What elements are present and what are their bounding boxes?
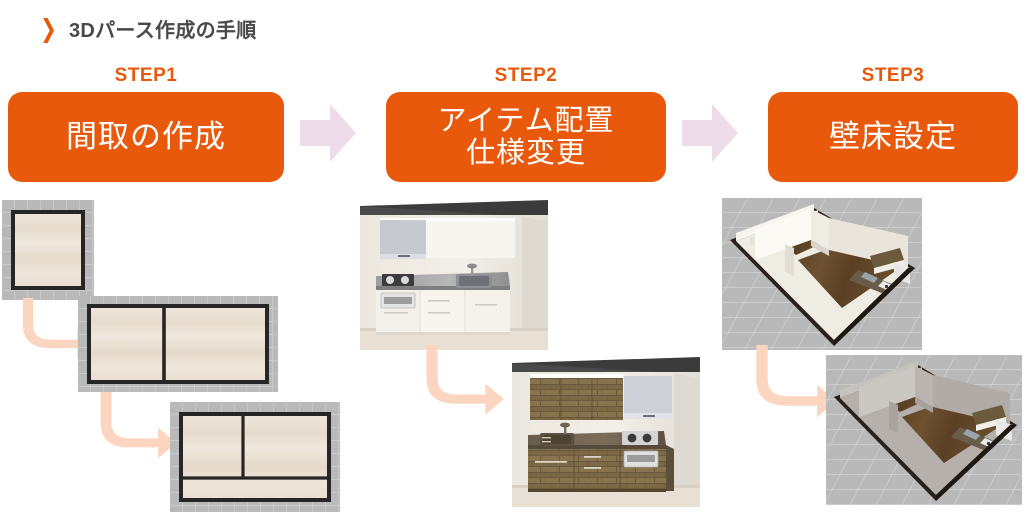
step-box-1-line-1: 間取の作成: [66, 119, 226, 155]
step-box-2-line-2: 仕様変更: [465, 137, 586, 169]
step-label-1: STEP1: [114, 65, 178, 86]
step-label-2: STEP2: [494, 65, 558, 86]
curved-arrow-2a: [418, 345, 513, 423]
kitchen-render-white[interactable]: [360, 200, 548, 350]
floorplan-three-rooms[interactable]: [170, 402, 340, 512]
curved-arrow-1a: [16, 298, 94, 370]
curved-arrow-1b: [94, 392, 186, 468]
connector-arrow-step1-step2: [300, 104, 356, 162]
kitchen-render-wood[interactable]: [512, 357, 700, 507]
chevron-right-icon: ❯: [40, 14, 57, 43]
step-column-3: STEP3 壁床設定: [768, 66, 1018, 182]
connector-arrow-step2-step3: [682, 104, 738, 162]
step-box-3[interactable]: 壁床設定: [768, 92, 1018, 182]
step-column-2: STEP2 アイテム配置 仕様変更: [386, 66, 666, 182]
floorplan-single-room[interactable]: [2, 200, 94, 300]
room-3d-white-walls[interactable]: [722, 198, 922, 350]
step-box-2-line-1: アイテム配置: [437, 104, 615, 137]
page-title-row: ❯ 3Dパース作成の手順: [38, 14, 257, 43]
step-column-1: STEP1 間取の作成: [8, 66, 284, 182]
floorplan-two-rooms[interactable]: [78, 296, 278, 392]
step-box-1[interactable]: 間取の作成: [8, 92, 284, 182]
room-3d-gray-walls[interactable]: [826, 355, 1022, 505]
page-title: 3Dパース作成の手順: [68, 20, 257, 42]
curved-arrow-3a: [748, 345, 843, 425]
step-label-3: STEP3: [861, 65, 925, 86]
step-box-3-line-1: 壁床設定: [829, 119, 957, 155]
step-box-2[interactable]: アイテム配置 仕様変更: [386, 92, 666, 182]
